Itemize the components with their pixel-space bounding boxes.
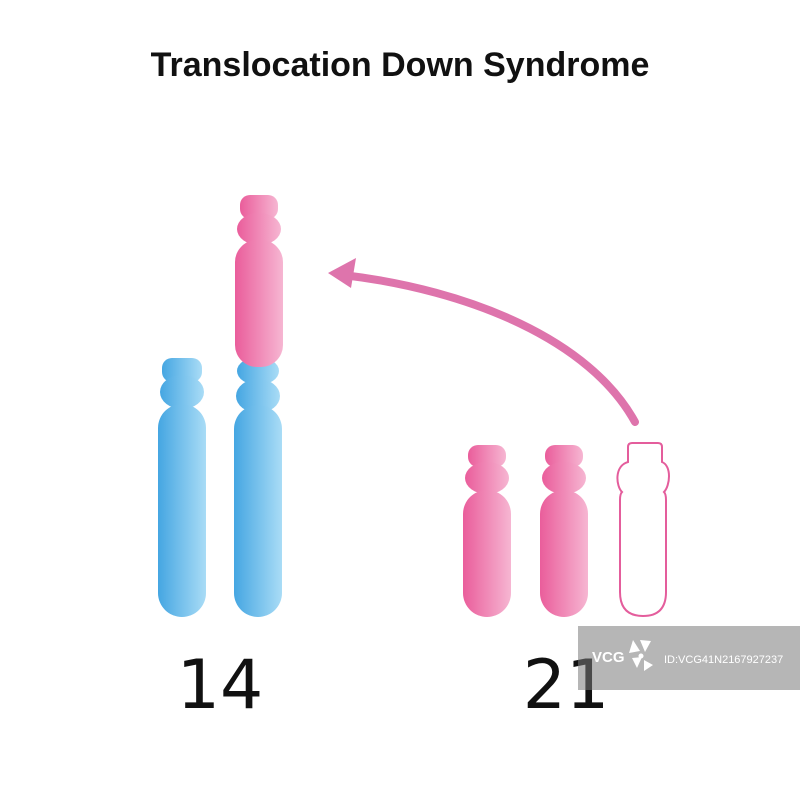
watermark-brand: VCG <box>592 649 625 666</box>
diagram-title: Translocation Down Syndrome <box>151 46 650 84</box>
translocation-arrow <box>339 270 639 426</box>
chromosome-14-normal <box>158 358 206 617</box>
chromosome-21-outline <box>616 442 670 618</box>
chromosome-14-translocated <box>234 357 282 617</box>
watermark-logo-icon <box>629 640 653 671</box>
chromosome-21-copy-2 <box>540 445 588 617</box>
label-chromosome-14: 14 <box>177 646 264 725</box>
arrow-head <box>328 258 356 288</box>
watermark: VCG ID:VCG41N2167927237 <box>578 626 800 690</box>
watermark-id: ID:VCG41N2167927237 <box>664 654 783 666</box>
chromosome-21-translocated-segment <box>235 195 283 367</box>
chromosome-21-copy-1 <box>463 445 511 617</box>
